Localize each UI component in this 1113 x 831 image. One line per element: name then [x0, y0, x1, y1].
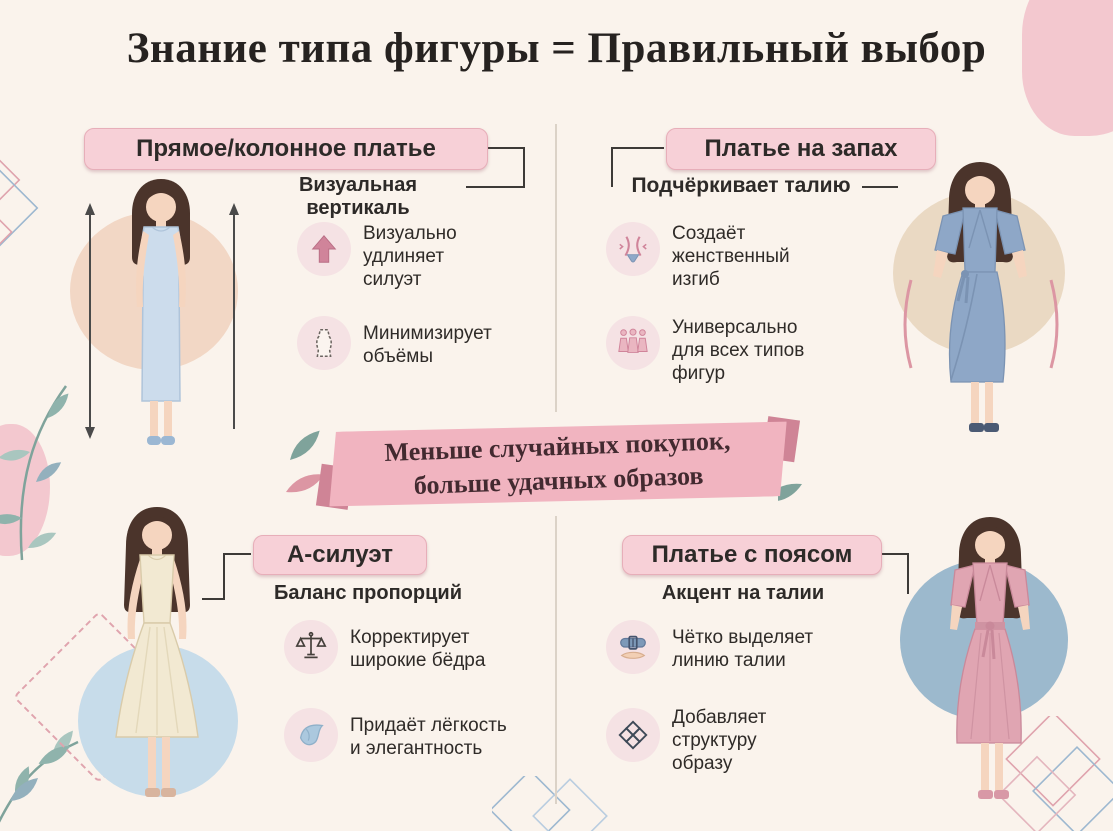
- waist-icon: [606, 222, 660, 276]
- knot-icon: [606, 708, 660, 762]
- header-a-silhouette: А-силуэт: [253, 535, 427, 575]
- belt-icon: [606, 620, 660, 674]
- page-title: Знание типа фигуры = Правильный выбор: [126, 25, 987, 72]
- illustration-column-dress-woman: [85, 179, 239, 445]
- dress-outline-icon: [297, 316, 351, 370]
- illustration-belted-dress-woman: [950, 517, 1030, 799]
- subtitle-waist-accent: Акцент на талии: [661, 582, 825, 604]
- bullet-corrects-hips: Корректирует широкие бёдра: [350, 627, 486, 672]
- header-straight-column-dress: Прямое/колонное платье: [84, 128, 488, 170]
- illustration-wrap-dress-woman: [903, 162, 1059, 432]
- decor-diamonds-bottom-center: [492, 776, 608, 831]
- subtitle-visual-vertical: Визуальная вертикаль: [298, 174, 418, 219]
- subtitle-balance-proportions: Баланс пропорций: [274, 582, 462, 604]
- header-belted-dress: Платье с поясом: [622, 535, 882, 575]
- header-wrap-dress: Платье на запах: [666, 128, 936, 170]
- bullet-minimizes-volume: Минимизирует объёмы: [363, 323, 492, 368]
- banner-slogan: Меньше случайных покупок, больше удачных…: [315, 412, 801, 517]
- body-types-icon: [606, 316, 660, 370]
- fabric-icon: [284, 708, 338, 762]
- bullet-feminine-curve: Создаёт женственный изгиб: [672, 223, 790, 291]
- bullet-adds-structure: Добавляет структуру образу: [672, 707, 767, 775]
- illustration-a-line-dress-woman: [115, 507, 199, 797]
- bullet-highlights-waistline: Чётко выделяет линию талии: [672, 627, 814, 672]
- arrow-up-icon: [297, 222, 351, 276]
- banner-text: Меньше случайных покупок, больше удачных…: [327, 416, 790, 512]
- bullet-universal-figures: Универсально для всех типов фигур: [672, 317, 805, 385]
- bullet-lengthens-silhouette: Визуально удлиняет силуэт: [363, 223, 457, 291]
- decor-blob-top-right: [1022, 0, 1113, 136]
- scales-icon: [284, 620, 338, 674]
- bullet-lightness-elegance: Придаёт лёгкость и элегантность: [350, 715, 507, 760]
- subtitle-emphasizes-waist: Подчёркивает талию: [631, 174, 851, 197]
- decor-blob-left-middle: [0, 424, 50, 556]
